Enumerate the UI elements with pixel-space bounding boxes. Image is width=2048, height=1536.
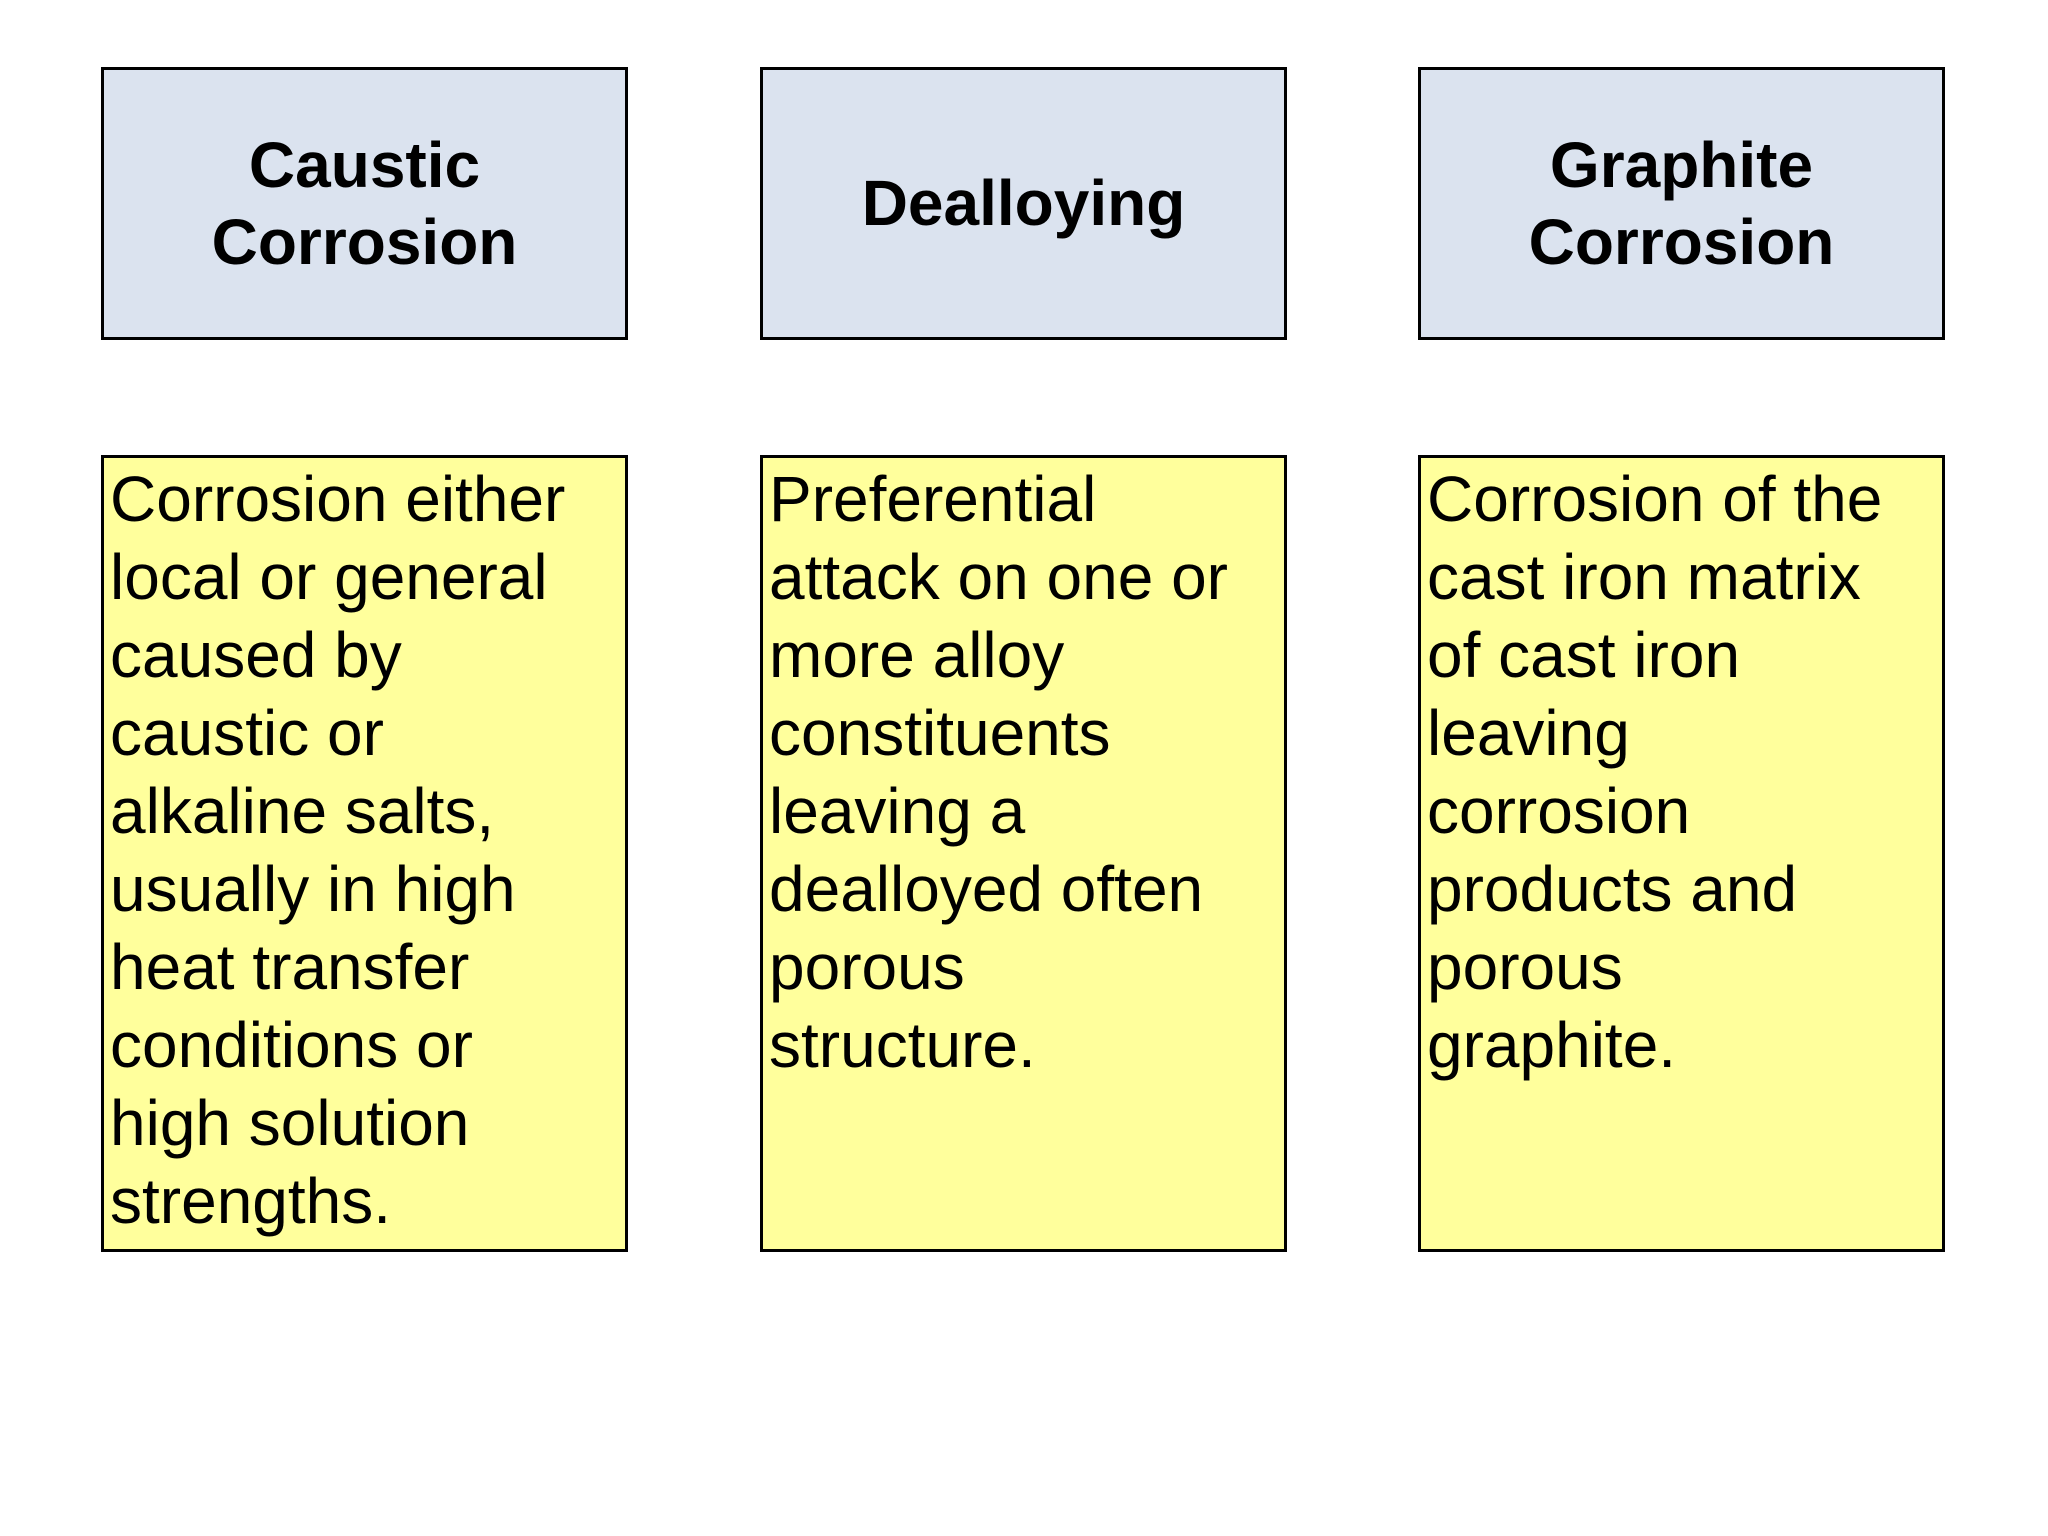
header-title-dealloying: Dealloying (861, 167, 1186, 240)
description-box-caustic-corrosion: Corrosion either local or general caused… (101, 455, 628, 1252)
header-box-graphite-corrosion: Graphite Corrosion (1418, 67, 1945, 340)
description-text-graphite-corrosion: Corrosion of the cast iron matrix of cas… (1427, 463, 1883, 1081)
header-title-graphite-corrosion: Graphite Corrosion (1528, 128, 1835, 278)
description-text-dealloying: Preferential attack on one or more alloy… (769, 463, 1228, 1081)
description-box-dealloying: Preferential attack on one or more alloy… (760, 455, 1287, 1252)
description-text-caustic-corrosion: Corrosion either local or general caused… (110, 463, 566, 1237)
description-box-graphite-corrosion: Corrosion of the cast iron matrix of cas… (1418, 455, 1945, 1252)
header-box-caustic-corrosion: Caustic Corrosion (101, 67, 628, 340)
header-box-dealloying: Dealloying (760, 67, 1287, 340)
header-title-caustic-corrosion: Caustic Corrosion (211, 128, 518, 278)
